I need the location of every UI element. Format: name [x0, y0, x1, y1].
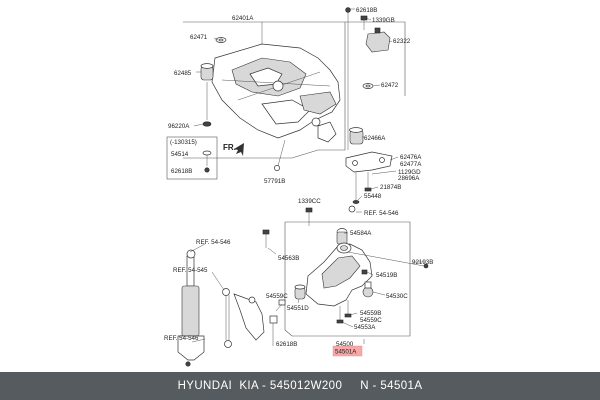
bolt-1339CC	[305, 207, 313, 226]
part-labels: 62401A 62618B 1339GB 62322 62471 62485 6…	[164, 7, 433, 356]
label-54559B: 54559B	[360, 310, 381, 317]
label-62401A: 62401A	[232, 15, 254, 22]
long-bolt-62618B	[345, 7, 351, 150]
bushing-62485	[200, 63, 214, 81]
nut-54559C-left	[278, 299, 286, 306]
label-62485: 62485	[174, 70, 192, 77]
bushing-62466A	[349, 127, 364, 145]
label-54553A: 54553A	[354, 324, 376, 331]
parts-diagram: 62401A 62618B 1339GB 62322 62471 62485 6…	[164, 7, 433, 367]
label-54501A: 54501A	[335, 349, 357, 356]
label-54584A: 54584A	[350, 230, 372, 237]
caption-bar: HYUNDAI KIA - 545012W200 N - 54501A	[0, 372, 600, 400]
caption-text: HYUNDAI KIA - 545012W200 N - 54501A	[177, 380, 423, 392]
label-front: FR.	[223, 143, 236, 152]
label-54500: 54500	[336, 341, 354, 348]
label-28696A: 28696A	[398, 175, 420, 182]
washer-62471	[215, 37, 227, 43]
label-54551D: 54551D	[287, 305, 309, 312]
nut-54519B	[361, 269, 368, 275]
strut-assembly	[177, 249, 205, 361]
label-54563B: 54563B	[278, 255, 299, 262]
label-92193B: 92193B	[412, 259, 433, 266]
bolt-54563B	[262, 229, 270, 248]
label-62322: 62322	[393, 38, 411, 45]
highlight-54501A	[332, 345, 363, 357]
label-55448: 55448	[364, 193, 382, 200]
label-1339GB: 1339GB	[372, 17, 395, 24]
lower-arm-group-frame	[284, 221, 411, 337]
washer-62472	[362, 83, 374, 89]
label-54514: 54514	[171, 151, 189, 158]
bracket-62322	[365, 27, 391, 53]
bolts-54559B	[336, 300, 352, 324]
label-62477A: 62477A	[400, 161, 422, 168]
label-62618B-box: 62618B	[171, 168, 192, 175]
label-62618B-top: 62618B	[356, 7, 377, 14]
leader-lines	[189, 8, 425, 344]
label-57791B: 57791B	[264, 178, 285, 185]
bolt-55448	[348, 205, 356, 213]
label-ref-54-546-a: REF. 54-546	[364, 210, 399, 217]
subframe-group-frame	[183, 21, 346, 159]
label-ref-54-546-c: REF. 54-546	[164, 335, 199, 342]
upper-right-frame	[345, 21, 406, 96]
label-ref-54-545: REF. 54-545	[173, 267, 208, 274]
label-62471: 62471	[190, 34, 208, 41]
label-62618B-bottom: 62618B	[276, 341, 297, 348]
bolt-57791B	[274, 139, 286, 171]
mount-bracket-62476A	[345, 151, 393, 204]
label-62472: 62472	[381, 82, 399, 89]
bolt-96220A	[202, 82, 212, 127]
label-54559C-right: 54559C	[360, 317, 382, 324]
stabilizer-link	[222, 288, 265, 348]
bushing-54584A	[336, 228, 348, 245]
label-1339CC: 1339CC	[298, 198, 321, 205]
bolt-92193B	[347, 251, 429, 269]
label-96220A: 96220A	[168, 123, 190, 130]
label-54519B: 54519B	[376, 272, 397, 279]
label-54530C: 54530C	[386, 293, 408, 300]
bolt-1339GB	[360, 15, 368, 30]
lower-control-arm	[305, 242, 373, 307]
ball-joint-54530C	[362, 281, 374, 298]
bushing-54551D	[294, 284, 306, 300]
label-62466A: 62466A	[364, 135, 386, 142]
bolt-62618B-bottom	[269, 315, 278, 346]
label-21874B: 21874B	[380, 184, 401, 191]
label-ref-54-546-b: REF. 54-546	[196, 239, 231, 246]
bottom-bolt	[185, 361, 191, 367]
label-1129GD: 1129GD	[398, 169, 421, 176]
crossmember-subframe	[211, 43, 341, 143]
label-62476A: 62476A	[400, 154, 422, 161]
inset-box-54514	[166, 136, 218, 180]
label-54559C-left: 54559C	[266, 293, 288, 300]
label-130315: (-130315)	[170, 139, 197, 146]
front-arrow-icon	[234, 143, 244, 156]
